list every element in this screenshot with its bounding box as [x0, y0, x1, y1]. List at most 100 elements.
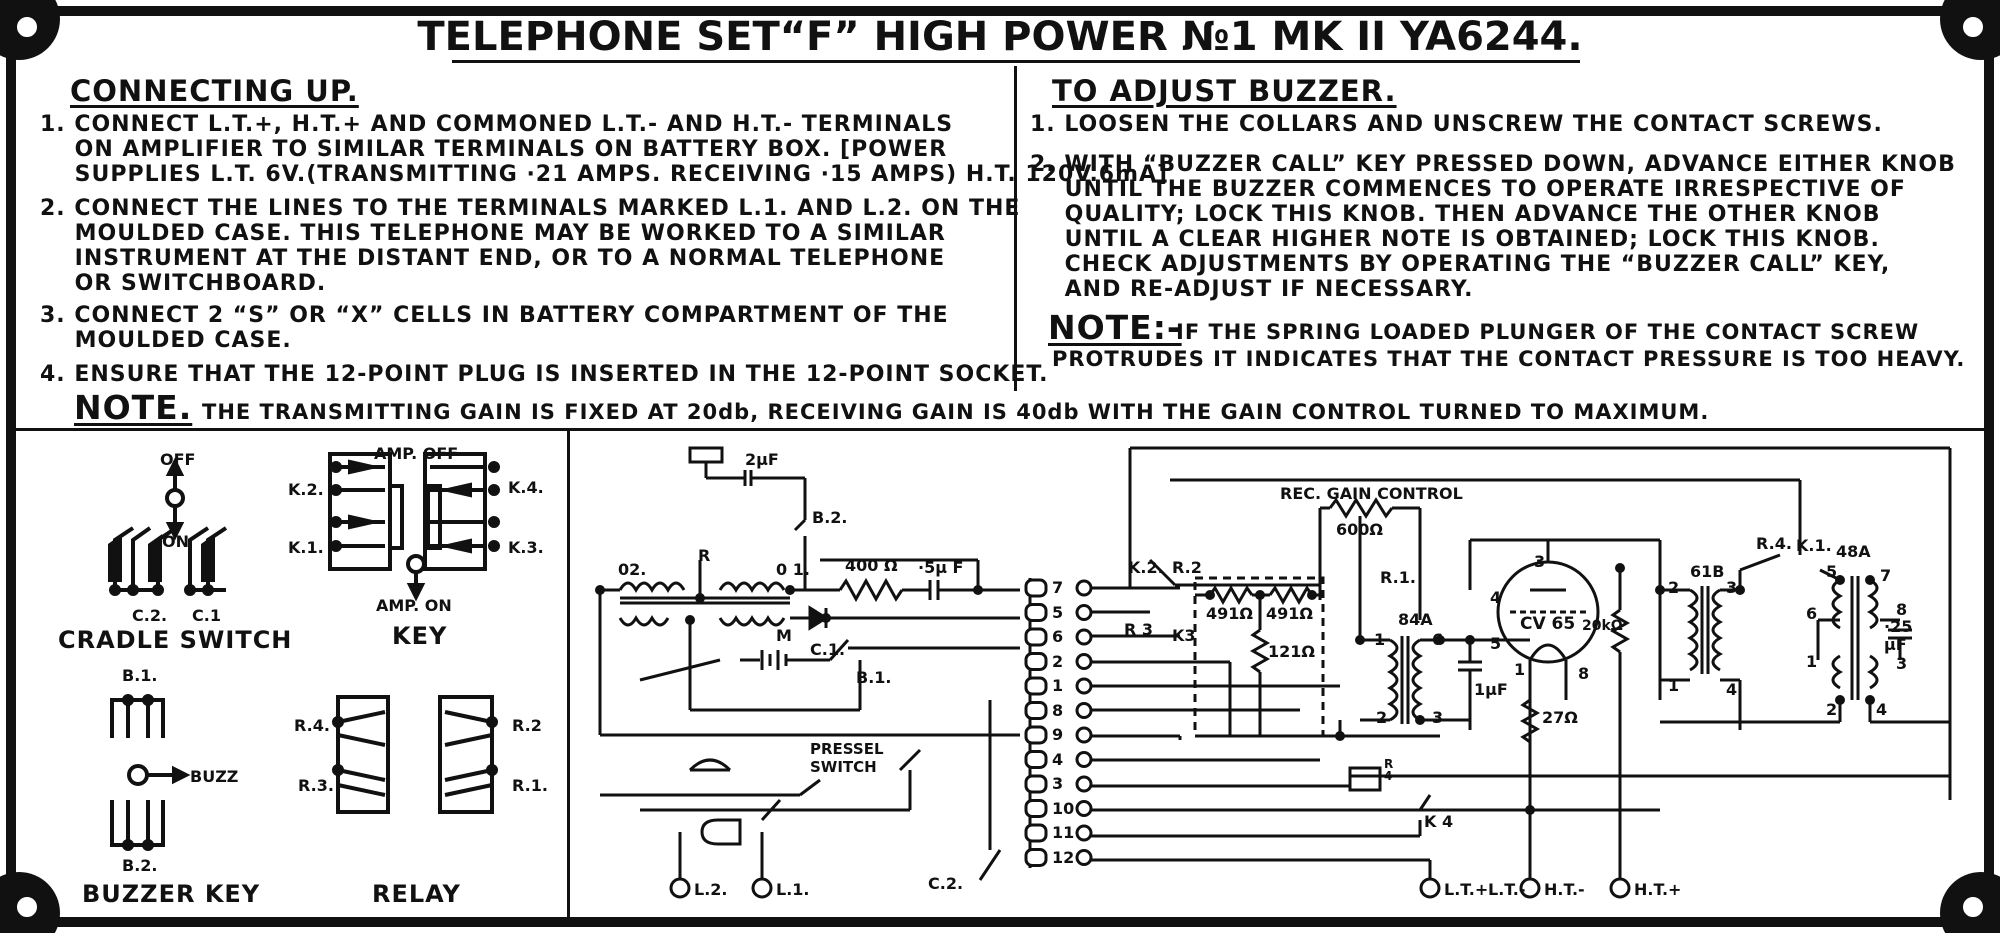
legend-key-k4: K.4. [508, 478, 544, 497]
plug-pin-label: 7 [1052, 578, 1064, 597]
screw-hole-bottom-left-icon [14, 894, 40, 920]
circuit-relay-r4: R 4 [1384, 757, 1394, 783]
plug-pin-label: 2 [1052, 651, 1064, 671]
circuit-ht-plus: H.T.+ [1634, 880, 1682, 899]
circuit-l2: L.2. [694, 880, 728, 899]
circuit-r3: R 3 [1124, 620, 1154, 639]
legend-relay-r2: R.2 [512, 716, 542, 735]
plug-pin-label: 1 [1052, 676, 1064, 695]
circuit-k3: K3 [1172, 626, 1196, 645]
plug-pin-label: 5 [1052, 602, 1064, 622]
plug-pin-label: 4 [1052, 749, 1064, 769]
circuit-cap-2uf: 2µF [745, 450, 779, 469]
circuit-res-20k: 20kΩ [1582, 618, 1623, 634]
circuit-cap-1uf: 1µF [1474, 680, 1508, 699]
circuit-r: R [698, 546, 711, 565]
connecting-heading: CONNECTING UP. [70, 74, 359, 108]
t48a-pin-5: 5 [1826, 562, 1838, 581]
circuit-res-121: 121Ω [1268, 642, 1315, 661]
valve-pin-5: 5 [1490, 634, 1502, 653]
legend-relay-r3: R.3. [298, 776, 334, 795]
circuit-rec-gain: REC. GAIN CONTROL [1280, 484, 1463, 503]
circuit-l1: L.1. [776, 880, 810, 899]
gain-note-label: NOTE. [74, 388, 193, 427]
connecting-item-2: 2. CONNECT THE LINES TO THE TERMINALS MA… [40, 196, 1021, 296]
legend-cradle-c2: C.2. [132, 606, 168, 625]
plug-pin-label: 3 [1052, 774, 1064, 793]
plate-title: TELEPHONE SET“F” HIGH POWER №1 MK II YA6… [417, 14, 1583, 60]
circuit-m: M [776, 626, 792, 645]
circuit-valve: CV 65 [1520, 614, 1576, 634]
connecting-item-1: 1. CONNECT L.T.+, H.T.+ AND COMMONED L.T… [40, 112, 1169, 187]
connecting-item-4: 4. ENSURE THAT THE 12-POINT PLUG IS INSE… [40, 362, 1049, 387]
circuit-ht-minus: H.T.- [1544, 880, 1585, 899]
valve-pin-3: 3 [1534, 552, 1546, 571]
legend-buzzer-caption: BUZZER KEY [82, 880, 261, 908]
t84a-pin-1: 1 [1374, 630, 1386, 649]
valve-pin-1: 1 [1514, 660, 1526, 679]
circuit-lt-plus: L.T.+ [1444, 880, 1489, 899]
t48a-pin-2: 2 [1826, 700, 1838, 719]
gain-note-text: THE TRANSMITTING GAIN IS FIXED AT 20db, … [202, 400, 1710, 424]
legend-buzzer-b2: B.2. [122, 856, 158, 875]
circuit-res-27: 27Ω [1542, 708, 1578, 727]
plate-border [6, 6, 1994, 927]
circuit-res-491b: 491Ω [1266, 604, 1313, 623]
legend-relay-caption: RELAY [372, 880, 461, 908]
legend-key-k3: K.3. [508, 538, 544, 557]
legend-buzzer-b1: B.1. [122, 666, 158, 685]
t61b-pin-4: 4 [1726, 680, 1738, 699]
t48a-pin-8: 8 [1896, 600, 1908, 619]
circuit-t48a: 48A [1836, 542, 1871, 561]
buzzer-item-2: 2. WITH “BUZZER CALL” KEY PRESSED DOWN, … [1030, 152, 1956, 302]
t48a-pin-4: 4 [1876, 700, 1888, 719]
circuit-k1: K.1. [1796, 536, 1832, 555]
t84a-pin-2: 2 [1376, 708, 1388, 727]
plug-pin-label: 6 [1052, 627, 1064, 646]
legend-key-amp-on: AMP. ON [376, 596, 452, 615]
buzzer-note-text: IF THE SPRING LOADED PLUNGER OF THE CONT… [1176, 320, 1920, 344]
buzzer-note-text-2: PROTRUDES IT INDICATES THAT THE CONTACT … [1052, 347, 1966, 371]
legend-cradle-c1: C.1 [192, 606, 221, 625]
legend-cradle-off: OFF [160, 450, 196, 469]
screw-hole-top-left-icon [14, 14, 40, 40]
legend-cradle-caption: CRADLE SWITCH [58, 626, 293, 654]
t48a-pin-6: 6 [1806, 604, 1818, 623]
legend-relay-r1: R.1. [512, 776, 548, 795]
t48a-pin-1: 1 [1806, 652, 1818, 671]
circuit-r1: R.1. [1380, 568, 1416, 587]
circuit-cap-25uf: ·25 µF [1884, 617, 1913, 654]
valve-pin-4: 4 [1490, 588, 1502, 607]
buzzer-item-1: 1. LOOSEN THE COLLARS AND UNSCREW THE CO… [1030, 112, 1883, 137]
legend-key-caption: KEY [392, 622, 448, 650]
vertical-divider-bottom [567, 430, 570, 920]
circuit-res-600: 600Ω [1336, 520, 1383, 539]
circuit-res-491a: 491Ω [1206, 604, 1253, 623]
screw-hole-top-right-icon [1960, 14, 1986, 40]
plug-pin-label: 9 [1052, 725, 1064, 744]
circuit-k4: K 4 [1424, 812, 1454, 831]
circuit-cap-5uf: ·5µ F [918, 558, 964, 577]
t48a-pin-3: 3 [1896, 654, 1908, 673]
valve-pin-8: 8 [1578, 664, 1590, 683]
circuit-r4: R.4. [1756, 534, 1792, 553]
buzzer-note-label: NOTE:- [1048, 308, 1182, 347]
circuit-lt-minus: L.T.- [1488, 880, 1526, 899]
circuit-t01: 0 1. [776, 560, 810, 579]
t84a-pin-6: 6 [1432, 630, 1444, 649]
legend-buzzer-buzz: BUZZ [190, 767, 239, 786]
t84a-pin-3: 3 [1432, 708, 1444, 727]
plug-pin-label: 10 [1052, 798, 1075, 818]
legend-relay-r4: R.4. [294, 716, 330, 735]
t48a-pin-7: 7 [1880, 566, 1892, 585]
connecting-item-3: 3. CONNECT 2 “S” OR “X” CELLS IN BATTERY… [40, 303, 949, 353]
circuit-t02: 02. [618, 560, 647, 579]
screw-hole-bottom-right-icon [1960, 894, 1986, 920]
circuit-pressel: PRESSEL SWITCH [810, 740, 884, 776]
legend-key-amp-off: AMP. OFF [374, 444, 459, 463]
circuit-k2: K.2. [1128, 558, 1164, 577]
legend-key-k1: K.1. [288, 538, 324, 557]
plug-pin-label: 12 [1052, 847, 1075, 867]
circuit-t84a: 84A [1398, 610, 1433, 629]
